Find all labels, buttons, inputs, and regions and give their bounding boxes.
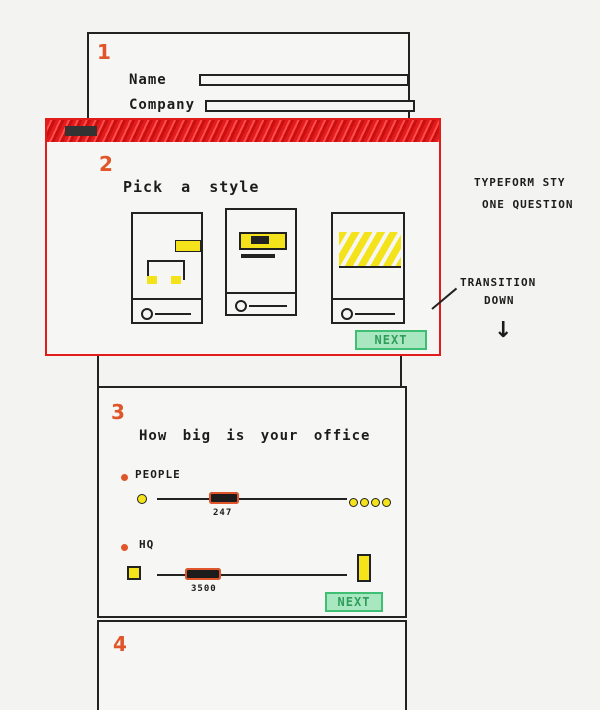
hq-label: HQ bbox=[139, 538, 155, 551]
step-number: 1 bbox=[97, 40, 111, 64]
people-group-icon bbox=[349, 492, 391, 511]
bullet-dot bbox=[121, 544, 128, 551]
step-title: How big is your office bbox=[139, 428, 371, 444]
tile-footer-line bbox=[133, 298, 201, 300]
person-small-icon bbox=[137, 492, 147, 508]
yellow-stripes bbox=[339, 232, 401, 268]
tile-footer-line bbox=[227, 292, 295, 294]
chair-graphic bbox=[147, 260, 185, 280]
tile-footer-line bbox=[333, 298, 403, 300]
caption-line bbox=[155, 313, 191, 315]
connector-left bbox=[97, 356, 99, 388]
step-title: Pick a style bbox=[123, 178, 260, 196]
transition-note: TRANSITION bbox=[460, 276, 537, 289]
transition-note: DOWN bbox=[484, 294, 515, 307]
style-option-3[interactable] bbox=[331, 212, 405, 324]
step-4-card: 4 bbox=[97, 620, 407, 710]
people-label: PEOPLE bbox=[135, 468, 181, 481]
red-header-scribble bbox=[47, 120, 439, 142]
company-field[interactable] bbox=[205, 100, 415, 112]
step-number: 4 bbox=[113, 632, 127, 656]
yellow-bar bbox=[175, 240, 201, 252]
hq-value: 3500 bbox=[191, 584, 217, 594]
down-arrow-icon: ↓ bbox=[494, 318, 513, 343]
step-number: 3 bbox=[111, 400, 125, 424]
radio-icon bbox=[341, 308, 353, 320]
dark-tab bbox=[65, 126, 97, 136]
connector-right bbox=[400, 356, 402, 388]
next-button[interactable]: NEXT bbox=[325, 592, 383, 612]
name-field[interactable] bbox=[199, 74, 409, 86]
typeform-note: ONE QUESTION bbox=[482, 198, 574, 211]
tall-building-icon bbox=[357, 554, 371, 582]
people-slider-track[interactable] bbox=[157, 498, 347, 500]
dark-strip bbox=[241, 254, 275, 258]
caption-line bbox=[355, 313, 395, 315]
hq-slider-handle[interactable] bbox=[185, 568, 221, 580]
dark-box bbox=[251, 236, 269, 244]
small-house-icon bbox=[127, 566, 141, 580]
yellow-block bbox=[171, 276, 181, 284]
name-label: Name bbox=[129, 72, 167, 88]
radio-icon bbox=[141, 308, 153, 320]
caption-line bbox=[249, 305, 287, 307]
yellow-block bbox=[147, 276, 157, 284]
next-button[interactable]: NEXT bbox=[355, 330, 427, 350]
radio-icon bbox=[235, 300, 247, 312]
hq-slider-track[interactable] bbox=[157, 574, 347, 576]
company-label: Company bbox=[129, 97, 196, 113]
style-option-1[interactable] bbox=[131, 212, 203, 324]
step-3-card: 3 How big is your office PEOPLE 247 HQ 3… bbox=[97, 386, 407, 618]
people-value: 247 bbox=[213, 508, 233, 518]
step-1-card: 1 Name Company bbox=[87, 32, 415, 132]
step-2-card: 2 Pick a style NEXT bbox=[45, 118, 441, 356]
bullet-dot bbox=[121, 474, 128, 481]
people-slider-handle[interactable] bbox=[209, 492, 239, 504]
typeform-note: TYPEFORM STY bbox=[474, 176, 566, 189]
style-option-2[interactable] bbox=[225, 208, 297, 316]
step-number: 2 bbox=[99, 152, 113, 176]
